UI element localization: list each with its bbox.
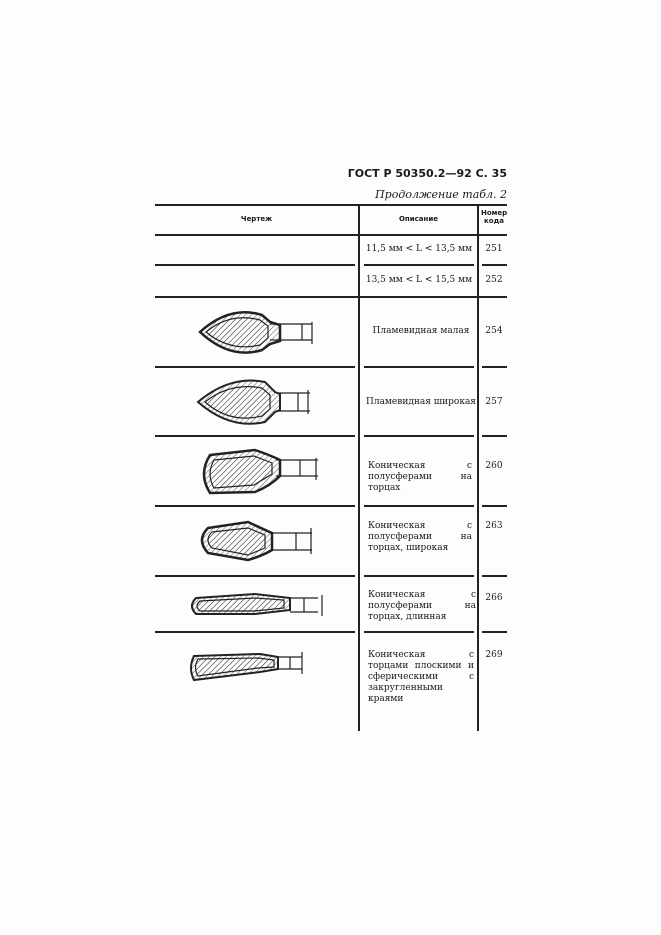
table-row-code: 263 — [485, 521, 503, 531]
conical-hemispherical-burr-drawing — [202, 448, 318, 495]
table-row-description: Коническая с полусферами на торцах — [368, 461, 472, 493]
table-continuation-label: Продолжение табл. 2 — [375, 188, 507, 201]
table-row-code: 260 — [485, 461, 503, 471]
table-row-description: Пламевидная малая — [372, 326, 470, 336]
flame-wide-burr-drawing — [196, 379, 310, 425]
table-row-description: Коническая с полусферами на торцах, широ… — [368, 521, 472, 553]
table-row-description: 11,5 мм < L < 13,5 мм — [365, 244, 473, 254]
conical-flat-spherical-burr-drawing — [190, 652, 303, 682]
table-row-code: 257 — [485, 397, 503, 407]
conical-hemispherical-long-burr-drawing — [191, 592, 323, 616]
table-row-description: 13,5 мм < L < 15,5 мм — [365, 275, 473, 285]
conical-hemispherical-wide-burr-drawing — [200, 520, 312, 562]
table-row-code: 254 — [485, 326, 503, 336]
table-row-code: 251 — [485, 244, 503, 254]
table-row-description: Коническая с полусферами на торцах, длин… — [368, 590, 476, 622]
column-header-drawing: Чертеж — [240, 215, 273, 223]
standard-header: ГОСТ Р 50350.2—92 С. 35 — [347, 167, 507, 180]
table-row-code: 266 — [485, 593, 503, 603]
flame-small-burr-drawing — [198, 311, 313, 354]
table-row-code: 269 — [485, 650, 503, 660]
table-row-code: 252 — [485, 275, 503, 285]
column-header-code: Номер кода — [481, 209, 508, 225]
column-header-description: Описание — [398, 215, 439, 223]
table-row-description: Пламевидная широкая — [366, 397, 476, 407]
table-row-description: Коническая с торцами плоскими и сферичес… — [368, 650, 474, 704]
